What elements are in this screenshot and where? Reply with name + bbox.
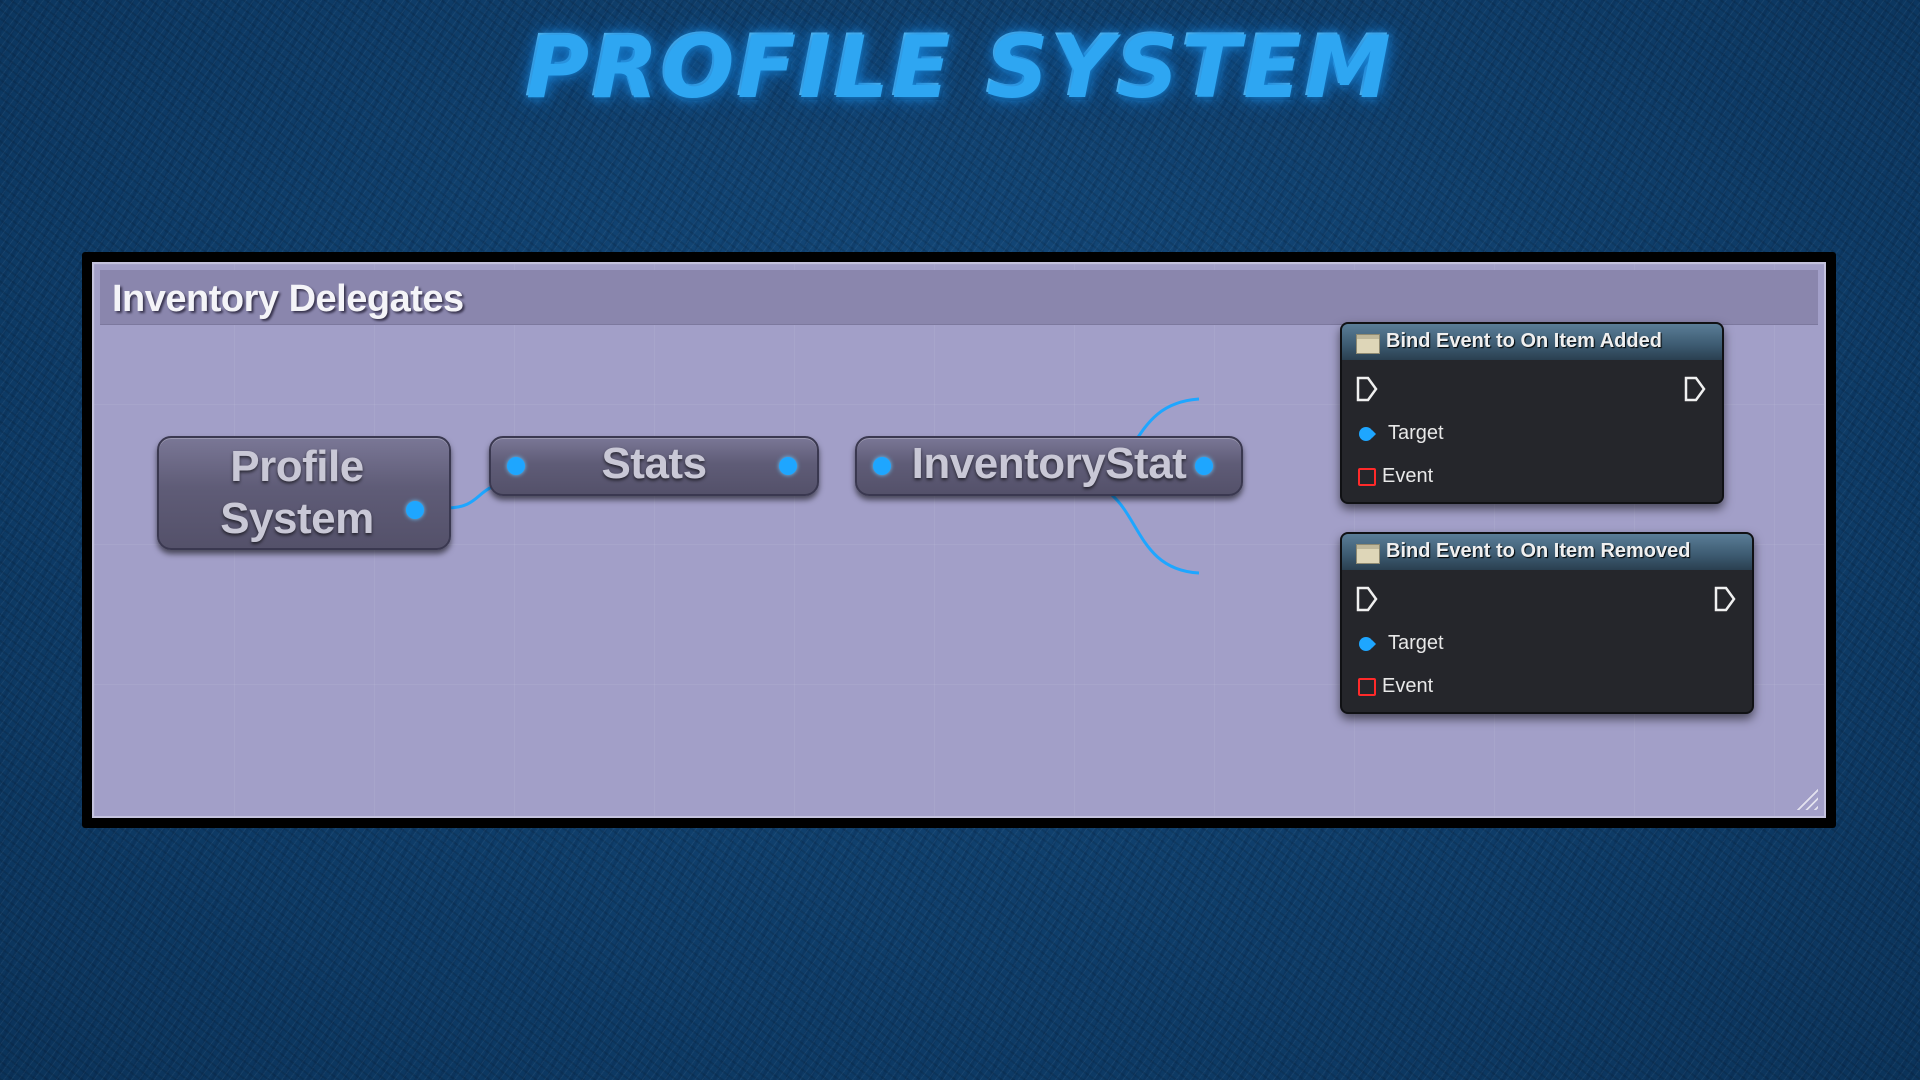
profile-system-node[interactable]: Profile System <box>157 436 451 550</box>
function-header: Bind Event to On Item Removed <box>1342 534 1752 570</box>
profile-system-label-line1: Profile <box>230 442 364 491</box>
exec-output-pin-icon[interactable] <box>1684 376 1706 402</box>
target-pin-label: Target <box>1388 422 1444 444</box>
exec-input-pin-icon[interactable] <box>1356 376 1378 402</box>
target-pin-icon[interactable] <box>1358 636 1376 652</box>
comment-title[interactable]: Inventory Delegates <box>112 278 464 320</box>
inventorystat-node[interactable]: InventoryStat <box>855 436 1243 496</box>
page-title: PROFILE SYSTEM <box>526 18 1394 118</box>
function-title: Bind Event to On Item Added <box>1386 330 1662 352</box>
profile-system-output-pin[interactable] <box>406 501 424 519</box>
inventorystat-input-pin[interactable] <box>873 457 891 475</box>
function-title: Bind Event to On Item Removed <box>1386 540 1691 562</box>
event-pin-icon[interactable] <box>1358 468 1376 486</box>
comment-box[interactable]: Inventory Delegates Profile System Stats… <box>92 262 1826 818</box>
event-pin-label: Event <box>1382 465 1434 487</box>
bind-event-on-item-removed-node[interactable]: Bind Event to On Item Removed Target Eve… <box>1340 532 1754 714</box>
inventorystat-output-pin[interactable] <box>1195 457 1213 475</box>
event-pin-icon[interactable] <box>1358 678 1376 696</box>
profile-system-label-line2: System <box>220 494 374 543</box>
inventorystat-label: InventoryStat <box>911 439 1187 488</box>
exec-input-pin-icon[interactable] <box>1356 586 1378 612</box>
bind-event-on-item-added-node[interactable]: Bind Event to On Item Added Target Event <box>1340 322 1724 504</box>
exec-output-pin-icon[interactable] <box>1714 586 1736 612</box>
function-icon <box>1356 544 1380 564</box>
stats-input-pin[interactable] <box>507 457 525 475</box>
stats-node[interactable]: Stats <box>489 436 819 496</box>
function-header: Bind Event to On Item Added <box>1342 324 1722 360</box>
comment-header[interactable]: Inventory Delegates <box>100 270 1818 325</box>
target-pin-icon[interactable] <box>1358 426 1376 442</box>
function-icon <box>1356 334 1380 354</box>
target-pin-label: Target <box>1388 632 1444 654</box>
blueprint-graph-frame: Inventory Delegates Profile System Stats… <box>82 252 1836 828</box>
event-pin-label: Event <box>1382 675 1434 697</box>
stats-label: Stats <box>601 439 707 488</box>
stats-output-pin[interactable] <box>779 457 797 475</box>
